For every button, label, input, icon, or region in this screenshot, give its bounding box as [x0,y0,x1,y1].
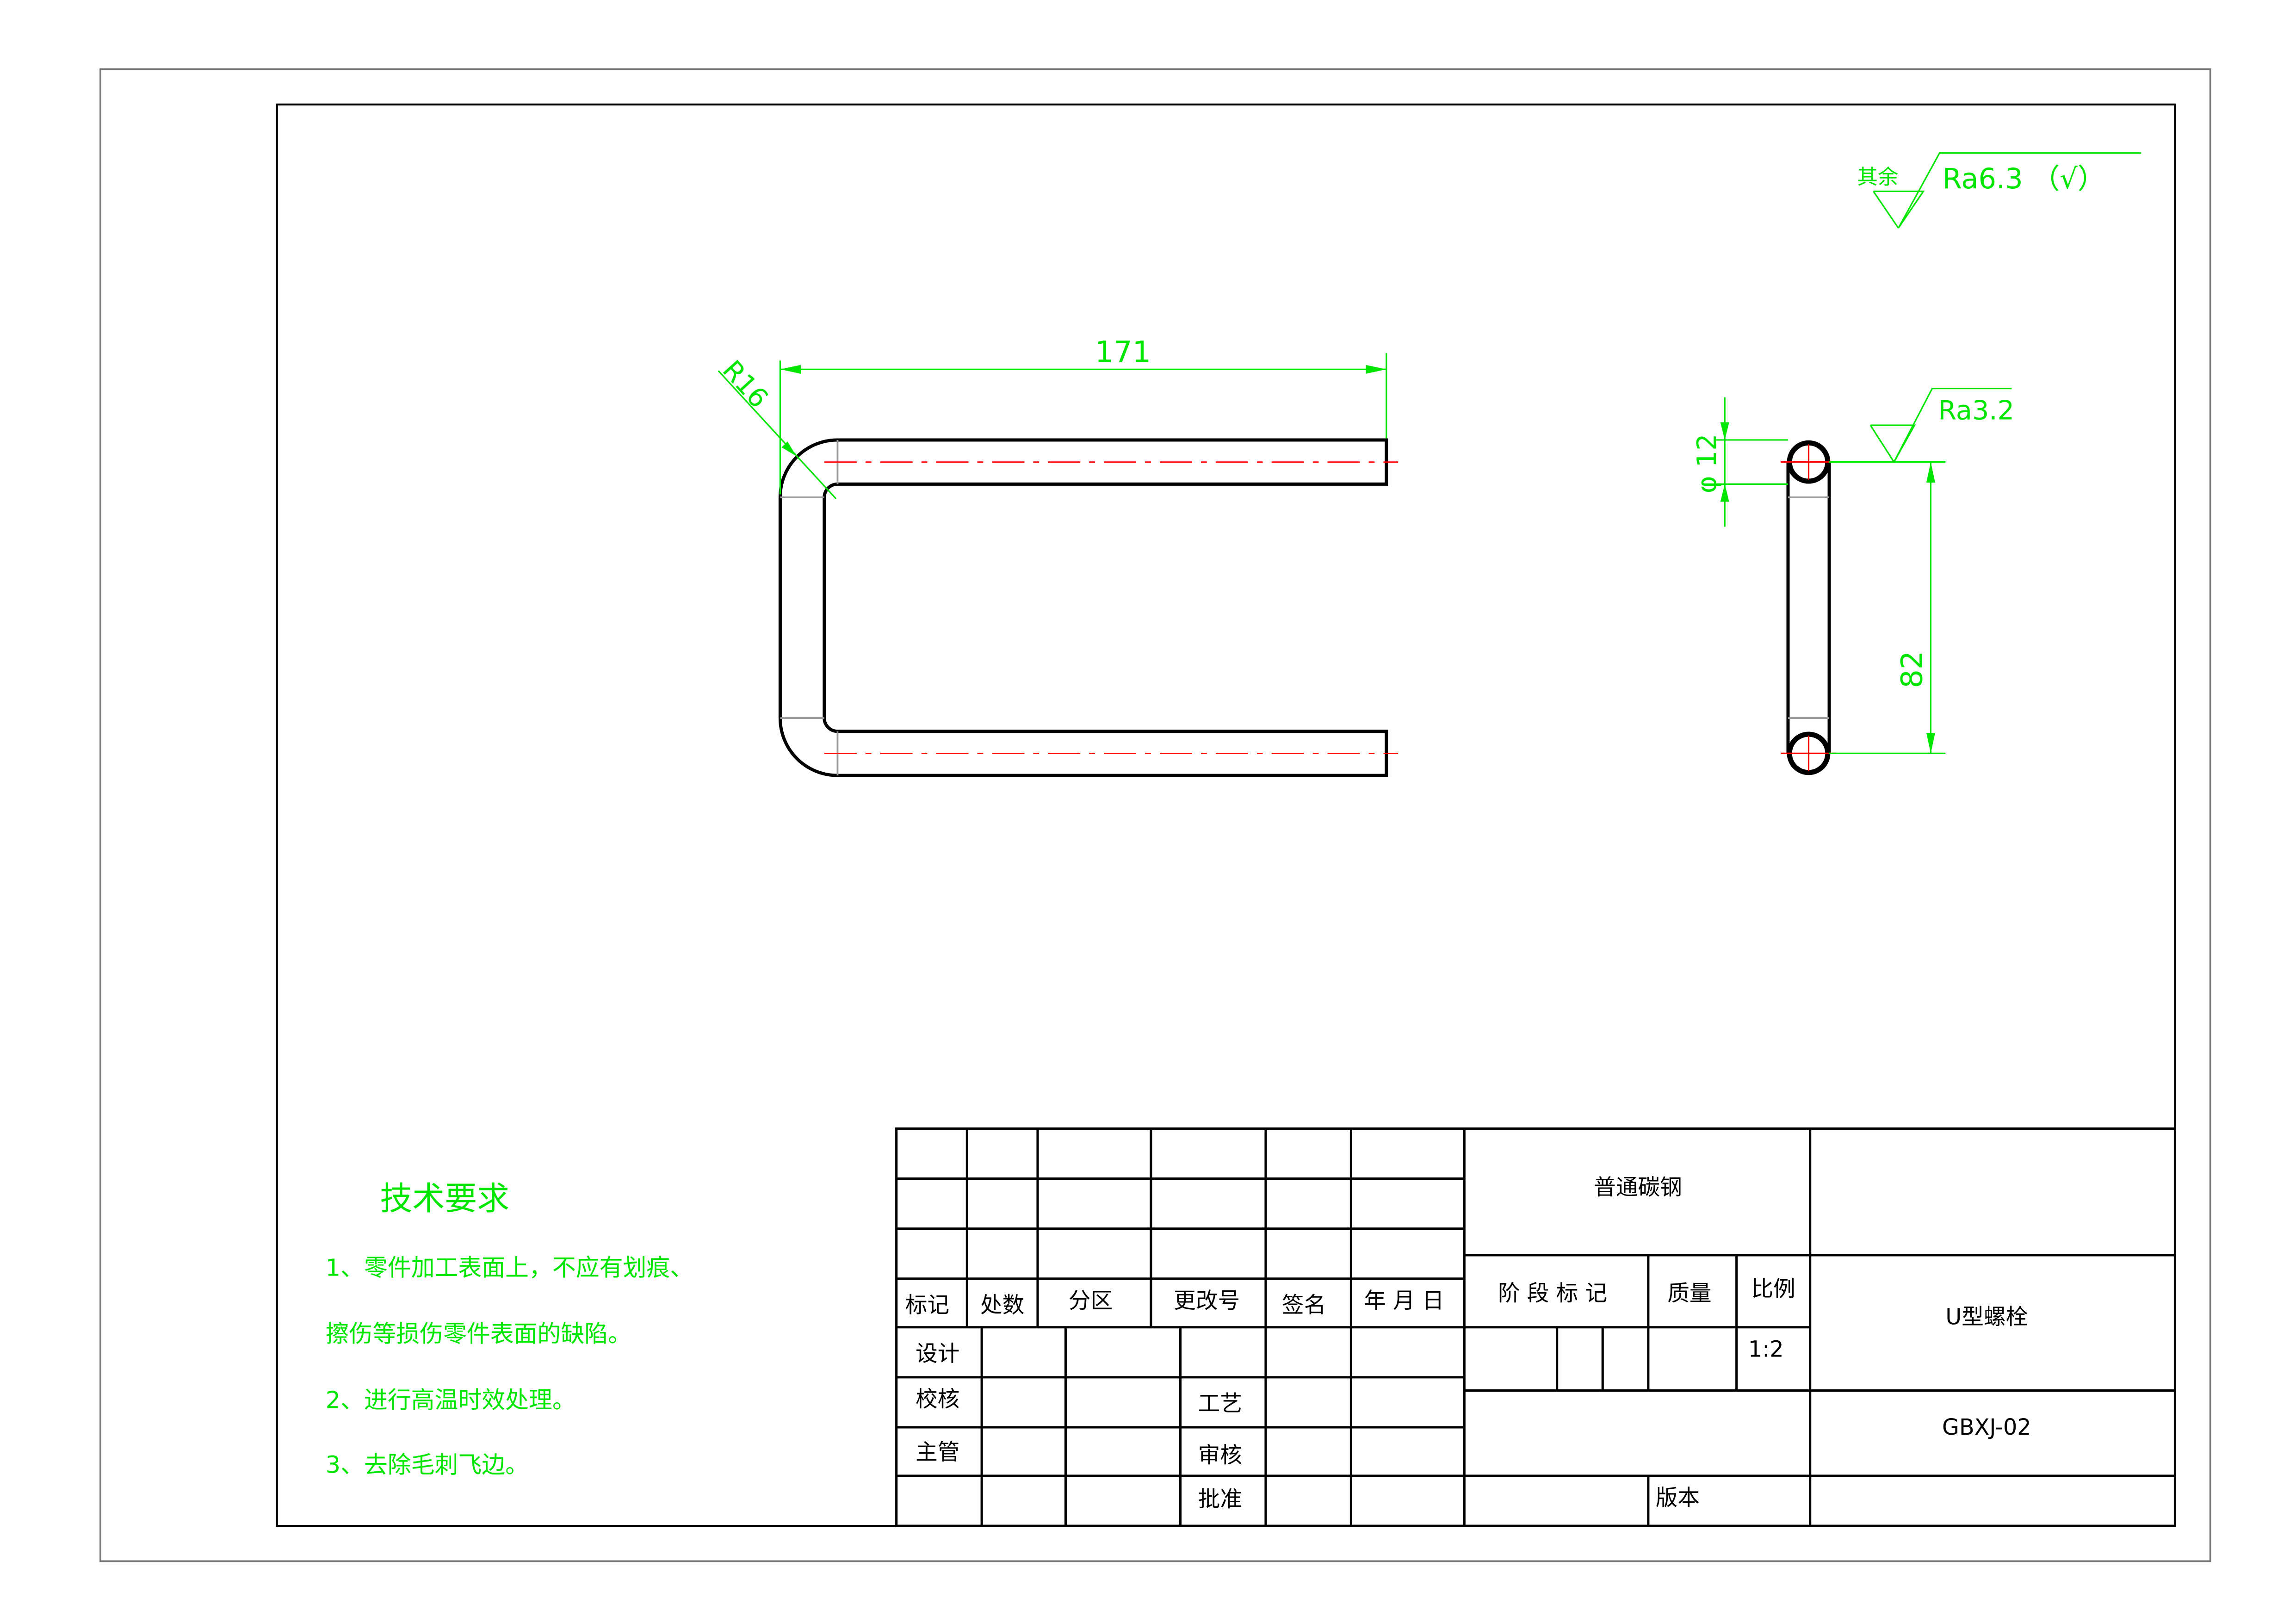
svg-text:主管: 主管 [916,1440,959,1465]
svg-text:GBXJ-02: GBXJ-02 [1942,1415,2031,1440]
svg-text:年 月 日: 年 月 日 [1364,1288,1444,1313]
svg-text:其余: 其余 [1857,166,1898,189]
svg-text:版本: 版本 [1656,1486,1700,1511]
svg-text:标记: 标记 [905,1293,949,1318]
side-view: 82 φ 12 Ra3.2 [1692,388,2014,775]
svg-text:更改号: 更改号 [1174,1288,1240,1313]
tech-requirements: 技术要求 1、零件加工表面上，不应有划痕、 擦伤等损伤零件表面的缺陷。 2、进行… [326,1180,694,1478]
svg-text:U型螺栓: U型螺栓 [1945,1304,2028,1330]
svg-text:设计: 设计 [916,1341,959,1367]
svg-text:普通碳钢: 普通碳钢 [1594,1175,1682,1200]
svg-text:校核: 校核 [916,1387,959,1412]
svg-text:1、零件加工表面上，不应有划痕、: 1、零件加工表面上，不应有划痕、 [326,1254,694,1281]
svg-text:3、去除毛刺飞边。: 3、去除毛刺飞边。 [326,1451,529,1479]
svg-text:比例: 比例 [1751,1276,1795,1302]
title-block: 普通碳钢 U型螺栓 GBXJ-02 阶 段 标 记 质量 比例 1:2 版本 标… [895,1127,2176,1527]
svg-text:质量: 质量 [1667,1281,1711,1306]
outer-border [99,68,2211,1562]
svg-text:处数: 处数 [980,1293,1024,1318]
svg-text:技术要求: 技术要求 [380,1180,509,1217]
dimension-length: 171 [1095,335,1151,369]
roughness-rest: 其余 Ra6.3 （√） [1857,152,2141,229]
svg-text:审核: 审核 [1198,1443,1242,1468]
dimension-diameter: φ 12 [1692,434,1722,493]
svg-text:擦伤等损伤零件表面的缺陷。: 擦伤等损伤零件表面的缺陷。 [326,1320,631,1348]
svg-text:2、进行高温时效处理。: 2、进行高温时效处理。 [326,1387,576,1414]
dimension-height: 82 [1894,651,1929,688]
svg-text:分区: 分区 [1069,1288,1113,1313]
svg-text:阶 段 标 记: 阶 段 标 记 [1498,1281,1607,1306]
svg-text:批准: 批准 [1198,1487,1242,1512]
svg-text:签名: 签名 [1282,1293,1326,1318]
roughness-local: Ra3.2 [1938,395,2014,426]
svg-text:1:2: 1:2 [1748,1337,1784,1362]
front-view: 171 R16 [717,335,1399,777]
svg-text:工艺: 工艺 [1198,1391,1242,1417]
svg-text:Ra6.3 （√）: Ra6.3 （√） [1943,163,2105,195]
